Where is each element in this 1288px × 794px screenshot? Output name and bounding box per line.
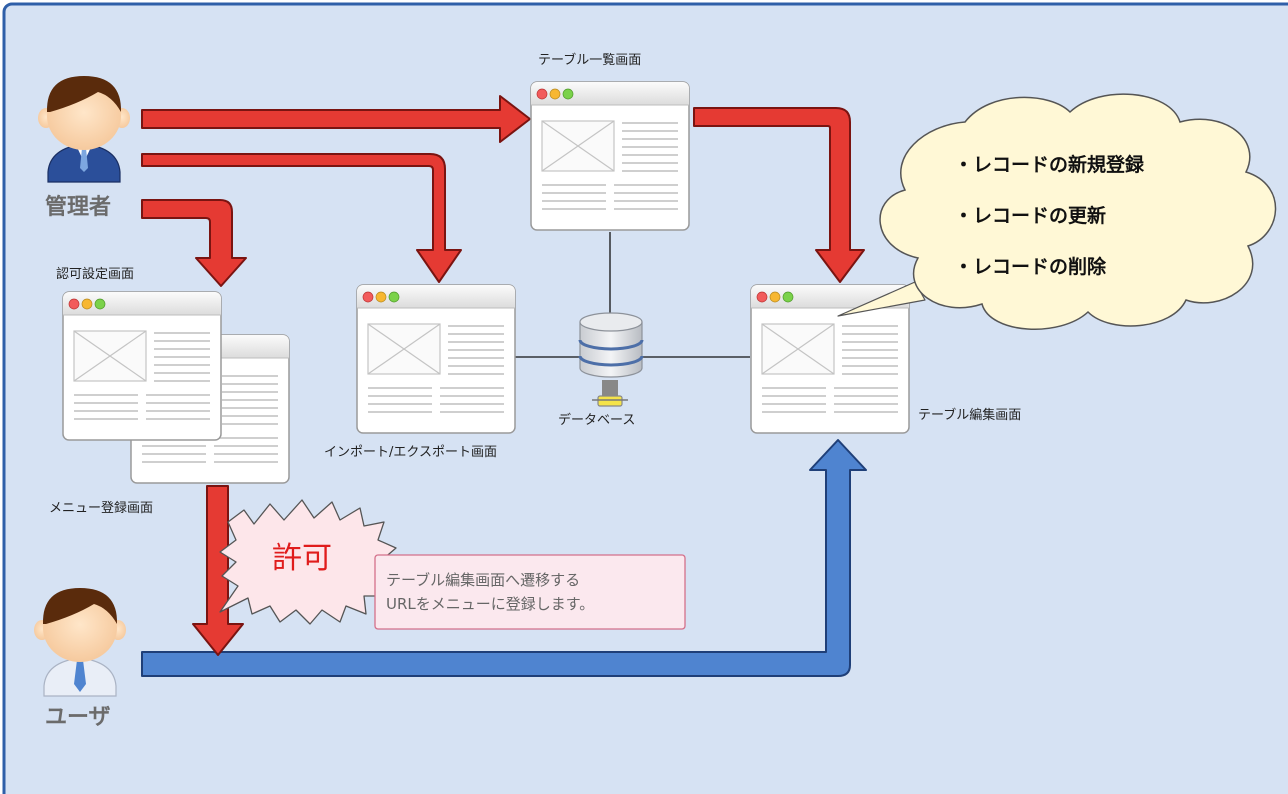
admin-arrows [141,95,865,656]
auth-settings-window [62,290,222,442]
user-icon [34,588,126,697]
table-list-label: テーブル一覧画面 [538,52,641,68]
user-arrow [141,439,867,677]
admin-arrow-to-auth-settings [141,199,247,287]
table-list-window [530,80,690,232]
note-line2: URLをメニューに登録します。 [386,595,594,613]
cloud-bubble: ・レコードの新規登録 ・レコードの更新 ・レコードの削除 [879,93,1277,330]
note-line1: テーブル編集画面へ遷移する [386,571,580,589]
permit-burst: 許可 [219,499,397,625]
admin-arrow-to-table-list [141,95,531,143]
user-label: ユーザ [45,704,111,730]
permit-label: 許可 [272,541,332,576]
menu-registration-label: メニュー登録画面 [49,501,153,516]
cloud-item-create: ・レコードの新規登録 [954,153,1145,176]
admin-arrow-menu-to-user [192,485,244,656]
import-export-label: インポート/エクスポート画面 [324,445,497,460]
cloud-item-update: ・レコードの更新 [954,204,1106,227]
admin-label: 管理者 [45,194,111,220]
auth-settings-label: 認可設定画面 [56,266,134,282]
admin-arrow-to-import-export [141,153,462,283]
database-icon [578,312,644,407]
note-box: テーブル編集画面へ遷移する URLをメニューに登録します。 [374,554,686,630]
table-edit-label: テーブル編集画面 [918,407,1021,423]
import-export-window [356,283,516,435]
admin-arrow-to-table-edit [693,107,865,283]
admin-icon [38,76,130,183]
cloud-item-delete: ・レコードの削除 [954,255,1107,278]
database-label: データベース [558,412,635,428]
db-connector-lines [515,232,750,358]
